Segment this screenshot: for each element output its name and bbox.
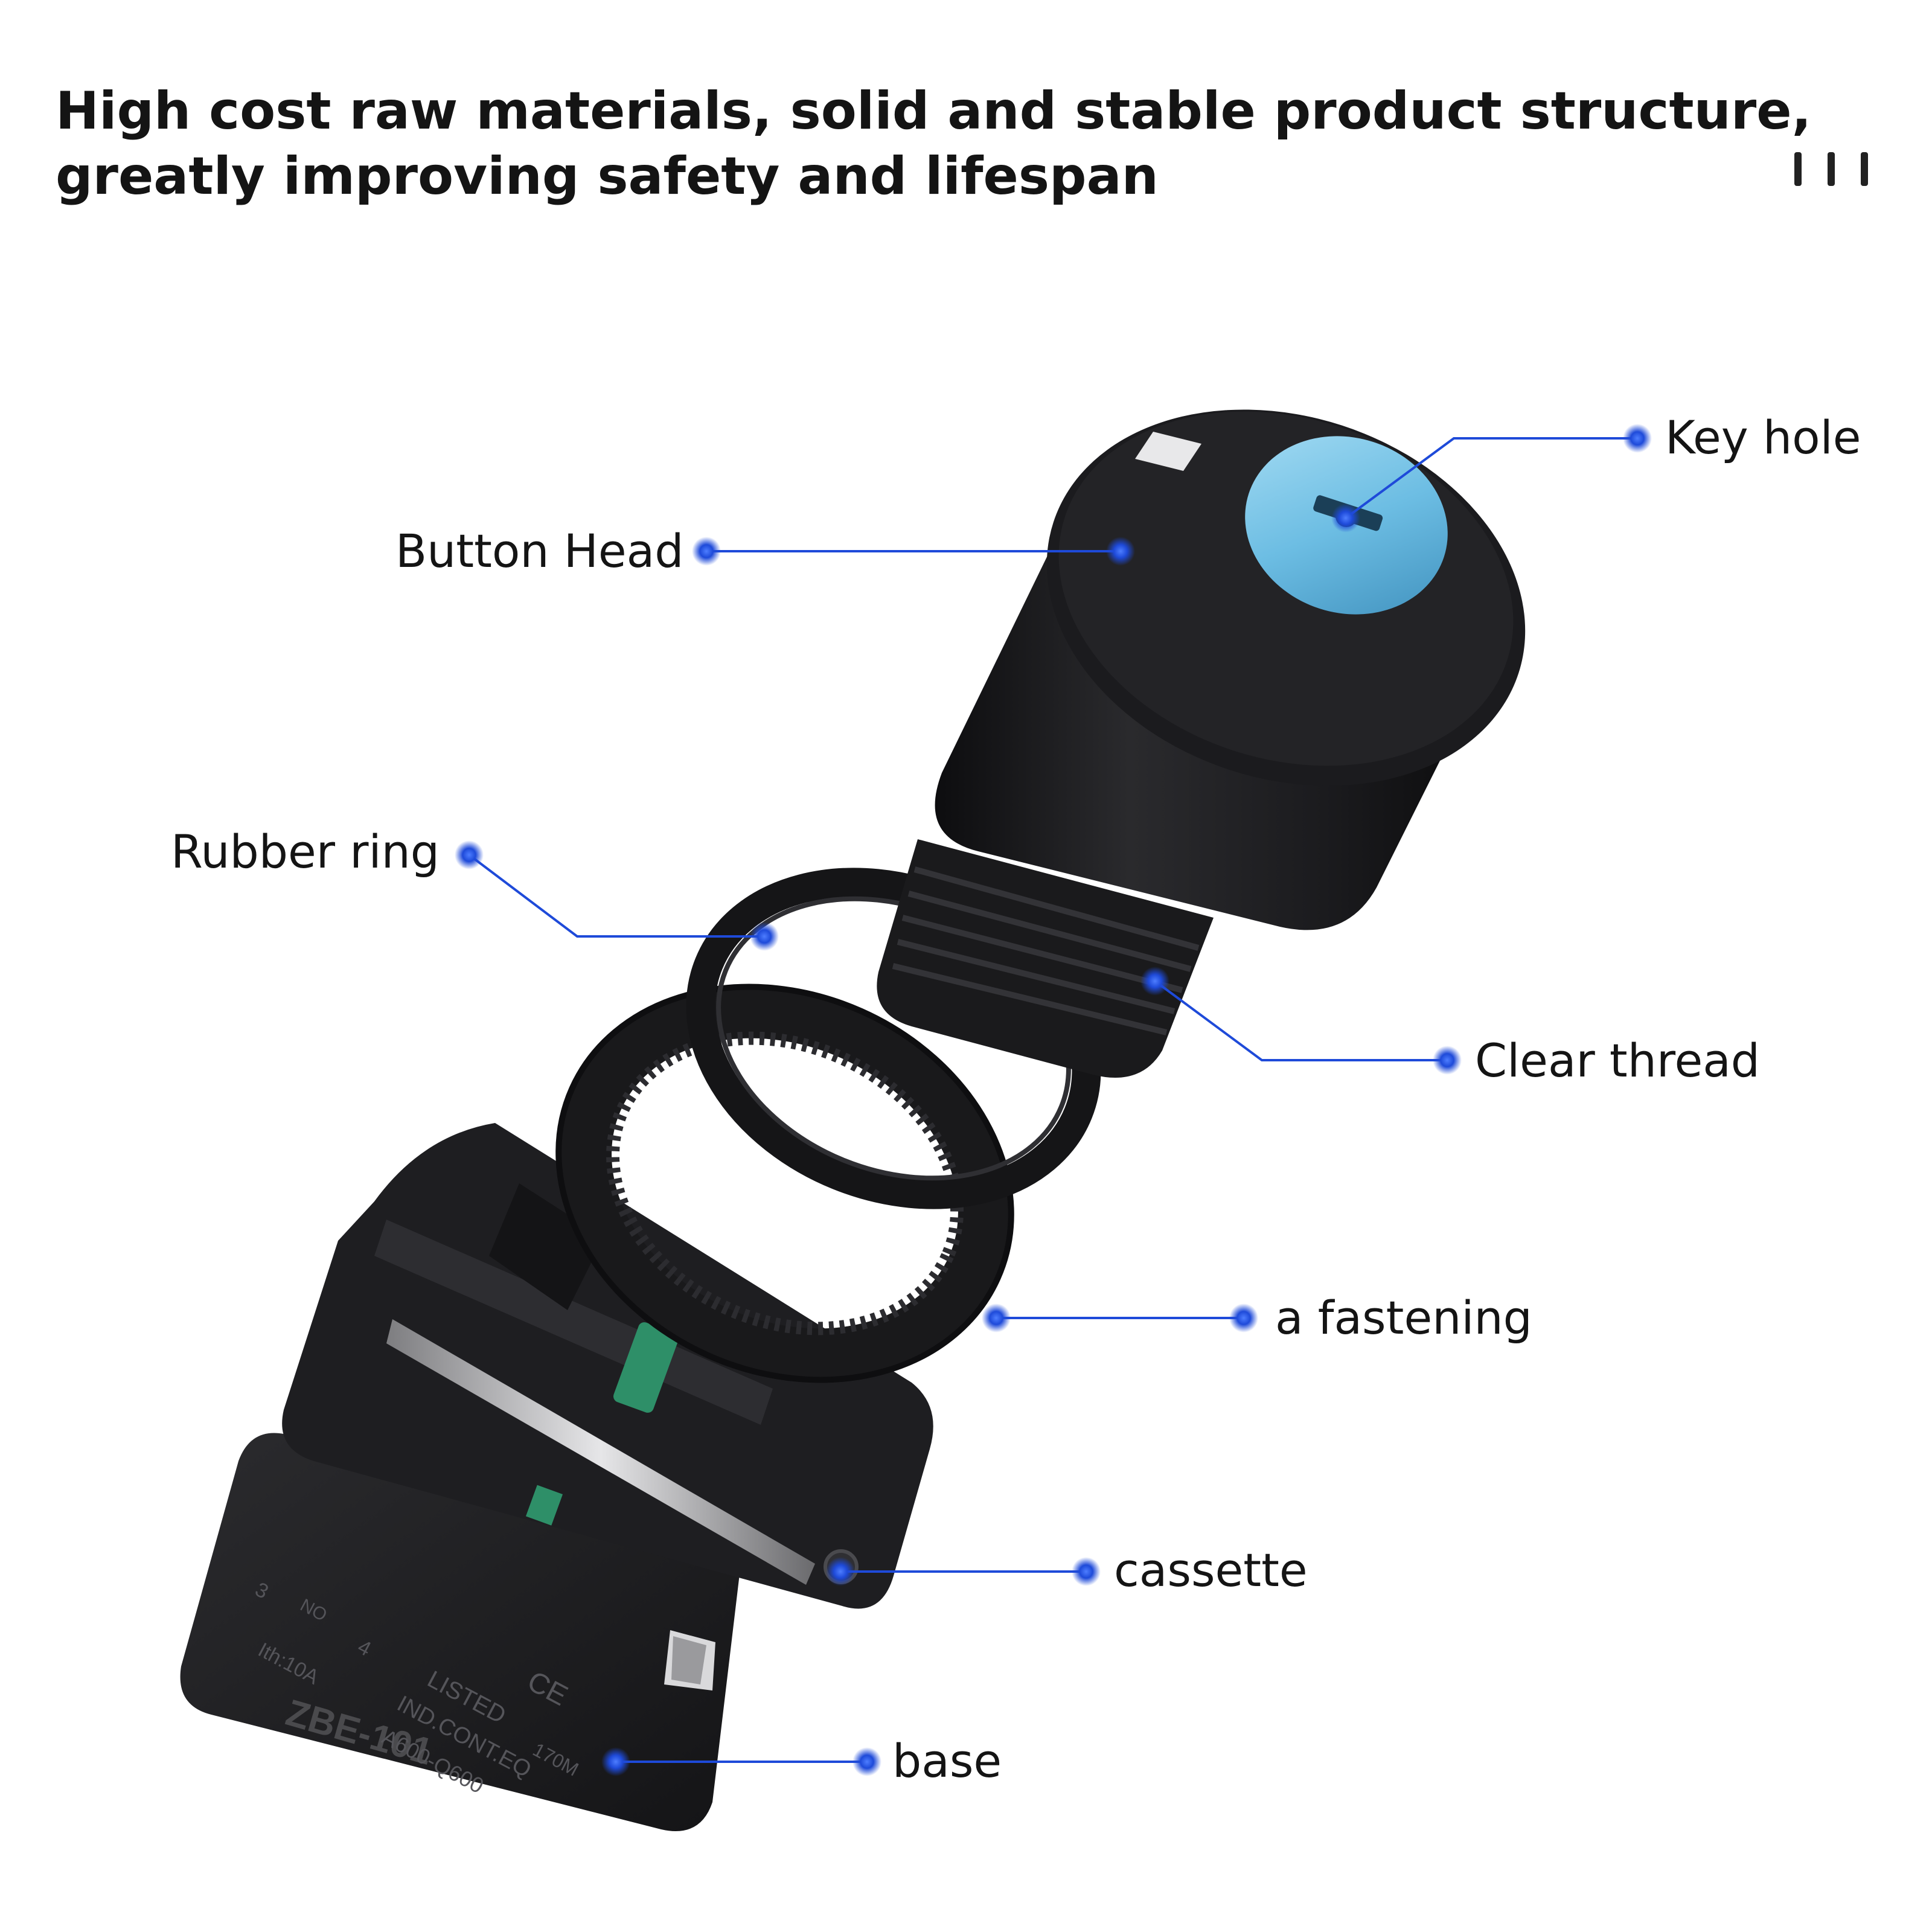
fastening-toothed-ring [555,984,1014,1383]
callout-cassette: cassette [1114,1543,1308,1597]
headline: High cost raw materials, solid and stabl… [56,78,1811,209]
base-dot-inner [601,1747,630,1776]
button-head-dot-inner [1106,537,1135,566]
cassette-mounting-frame [282,1123,933,1609]
button-head [877,409,1526,1078]
clear-thread-dot-inner [1140,967,1169,996]
fastening-dot-outer [1229,1303,1258,1332]
callout-leader-lines [468,437,1637,1763]
key-hole-dot-outer [1623,424,1652,453]
callout-clear-thread: Clear thread [1475,1034,1761,1087]
key-hole-dot-inner [1331,504,1360,533]
clear-thread-leader [1154,980,1447,1061]
headline-line-1: High cost raw materials, solid and stabl… [56,81,1812,141]
headline-line-2: greatly improving safety and lifespan [56,146,1159,206]
clear-thread-dot-outer [1433,1046,1462,1075]
rubber-ring-dot-inner [750,922,779,951]
fastening-dot-inner [982,1303,1011,1332]
base-dot-outer [852,1747,881,1776]
callout-rubber-ring: Rubber ring [171,825,440,878]
button-head-dot-outer [692,537,721,566]
cassette-dot-inner [826,1557,855,1586]
cassette-dot-outer [1072,1557,1101,1586]
rubber-ring-leader [468,854,764,938]
callout-button-head: Button Head [395,524,684,578]
callout-key-hole: Key hole [1665,411,1861,464]
callout-dots [455,424,1652,1776]
callout-fastening: a fastening [1275,1291,1532,1345]
rubber-ring-dot-outer [455,840,484,869]
callout-base: base [892,1734,1002,1788]
key-hole-leader [1345,437,1637,519]
three-vertical-bars-icon [1792,152,1870,186]
